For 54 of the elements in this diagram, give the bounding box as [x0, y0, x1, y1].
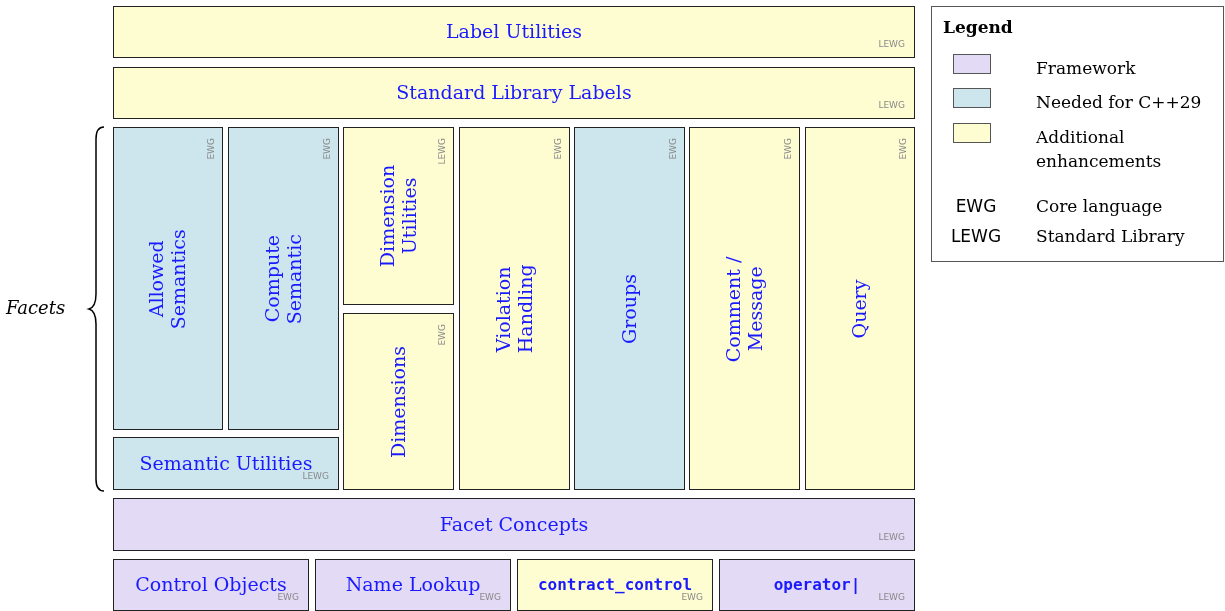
legend-text: Core language	[1036, 196, 1163, 216]
legend-text: Framework	[1036, 57, 1137, 80]
group-tag: EWG	[479, 592, 501, 602]
group-tag: EWG	[898, 138, 908, 160]
group-tag: EWG	[553, 138, 563, 160]
legend-text: Standard Library	[1036, 226, 1185, 246]
layer-box	[113, 498, 915, 551]
facet-box	[689, 127, 800, 490]
group-tag: LEWG	[878, 39, 905, 49]
legend-text: Additional enhancements	[1036, 126, 1163, 173]
legend-text: Needed for C++29	[1036, 91, 1203, 114]
layer-box	[113, 6, 915, 58]
group-tag: LEWG	[302, 471, 329, 481]
group-tag: EWG	[437, 324, 447, 346]
group-abbreviation: EWG	[954, 196, 998, 216]
component-title: contract_control	[537, 575, 693, 594]
component-title: Label Utilities	[445, 21, 583, 43]
component-box	[315, 559, 511, 611]
component-box	[719, 559, 915, 611]
group-tag: EWG	[322, 138, 332, 160]
component-box	[113, 559, 309, 611]
component-title: Name Lookup	[345, 574, 481, 596]
group-tag: EWG	[681, 592, 703, 602]
group-tag: LEWG	[878, 100, 905, 110]
utility-box	[113, 437, 339, 490]
facet-box	[805, 127, 915, 490]
component-title: Query	[849, 279, 871, 338]
group-tag: LEWG	[878, 592, 905, 602]
component-title: Standard Library Labels	[396, 82, 632, 104]
component-title: Facet Concepts	[439, 513, 589, 536]
component-title: Compute Semantic	[261, 232, 306, 326]
facet-box	[343, 313, 454, 490]
facet-box	[459, 127, 570, 490]
component-title: Dimension Utilities	[376, 164, 421, 268]
component-title: Groups	[618, 273, 641, 344]
group-abbreviation: LEWG	[949, 226, 1003, 246]
component-title: Comment / Message	[722, 254, 767, 364]
facet-box	[574, 127, 685, 490]
legend-title: Legend	[943, 17, 1013, 37]
group-tag: LEWG	[437, 138, 447, 165]
facet-box	[343, 127, 454, 305]
component-title: Dimensions	[387, 345, 410, 458]
group-label: Facets	[6, 297, 66, 318]
group-tag: EWG	[783, 138, 793, 160]
group-tag: LEWG	[878, 532, 905, 542]
component-box	[517, 559, 713, 611]
layer-box	[113, 67, 915, 119]
facet-box	[228, 127, 339, 430]
facet-box	[113, 127, 223, 430]
group-tag: EWG	[206, 138, 216, 160]
group-tag: EWG	[668, 138, 678, 160]
component-title: Allowed Semantics	[146, 227, 190, 331]
component-title: operator|	[773, 575, 861, 595]
component-title: Violation Handling	[492, 263, 537, 355]
